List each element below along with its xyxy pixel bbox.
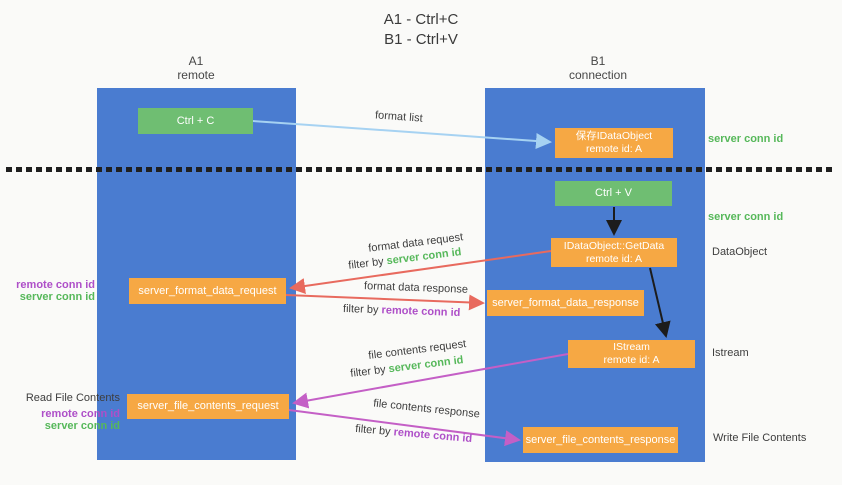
read-file-contents-annotation: Read File Contents xyxy=(25,392,120,404)
left-column-subtitle: remote xyxy=(177,68,215,82)
server-file-contents-request-node: server_file_contents_request xyxy=(127,394,289,419)
istream-annotation: Istream xyxy=(712,347,749,359)
server-conn-id-annotation-mid: server conn id xyxy=(708,211,784,223)
getdata-line2: remote id: A xyxy=(585,252,642,265)
ctrl-c-node: Ctrl + C xyxy=(138,108,253,134)
phase-separator-line xyxy=(6,167,836,172)
remote-conn-id-annotation-1: remote conn id xyxy=(16,279,95,291)
server-file-contents-response-label: server_file_contents_response xyxy=(525,433,676,446)
format-data-response-filter-label: filter by remote conn id xyxy=(342,302,461,320)
istream-line2: remote id: A xyxy=(603,354,660,366)
left-column-name: A1 xyxy=(188,54,204,68)
file-contents-response-filter-label: filter by remote conn id xyxy=(354,422,473,446)
right-column-header: B1 connection xyxy=(538,54,658,82)
getdata-line1: IDataObject::GetData xyxy=(563,239,665,252)
title-line-1: A1 - Ctrl+C xyxy=(383,11,459,28)
server-file-contents-response-node: server_file_contents_response xyxy=(523,427,678,453)
server-file-contents-request-label: server_file_contents_request xyxy=(137,400,279,412)
right-column-name: B1 xyxy=(590,54,606,68)
file-contents-request-filter-label: filter by server conn id xyxy=(349,354,465,380)
file-request-conn-ids: remote conn id server conn id xyxy=(0,408,120,432)
write-file-contents-annotation: Write File Contents xyxy=(713,432,807,444)
format-request-conn-ids: remote conn id server conn id xyxy=(0,279,95,303)
server-format-data-response-label: server_format_data_response xyxy=(492,296,639,309)
server-format-data-request-label: server_format_data_request xyxy=(138,284,277,297)
server-conn-id-annotation-1: server conn id xyxy=(19,291,95,303)
dataobject-annotation: DataObject xyxy=(712,246,768,258)
ctrl-c-label: Ctrl + C xyxy=(176,114,215,127)
getdata-node: IDataObject::GetData remote id: A xyxy=(551,238,677,267)
save-dataobject-line2: remote id: A xyxy=(585,143,642,155)
file-contents-response-label: file contents response xyxy=(372,397,481,421)
diagram-title: A1 - Ctrl+C B1 - Ctrl+V xyxy=(0,10,842,50)
server-format-data-response-node: server_format_data_response xyxy=(487,290,644,316)
remote-conn-id-annotation-2: remote conn id xyxy=(41,408,120,420)
server-conn-id-annotation-2: server conn id xyxy=(44,420,120,432)
server-conn-id-annotation-top: server conn id xyxy=(708,133,784,145)
left-column-header: A1 remote xyxy=(136,54,256,82)
ctrl-v-label: Ctrl + V xyxy=(595,187,632,199)
istream-node: IStream remote id: A xyxy=(568,340,695,368)
right-column-subtitle: connection xyxy=(568,68,628,82)
server-format-data-request-node: server_format_data_request xyxy=(129,278,286,304)
ctrl-v-node: Ctrl + V xyxy=(555,181,672,206)
title-line-2: B1 - Ctrl+V xyxy=(384,31,458,48)
istream-line1: IStream xyxy=(613,341,650,353)
format-data-response-label: format data response xyxy=(363,280,469,296)
format-data-response-arrow xyxy=(285,294,485,311)
save-dataobject-node: 保存IDataObject remote id: A xyxy=(555,128,673,158)
save-dataobject-line1: 保存IDataObject xyxy=(575,130,653,142)
format-list-label: format list xyxy=(374,109,424,125)
